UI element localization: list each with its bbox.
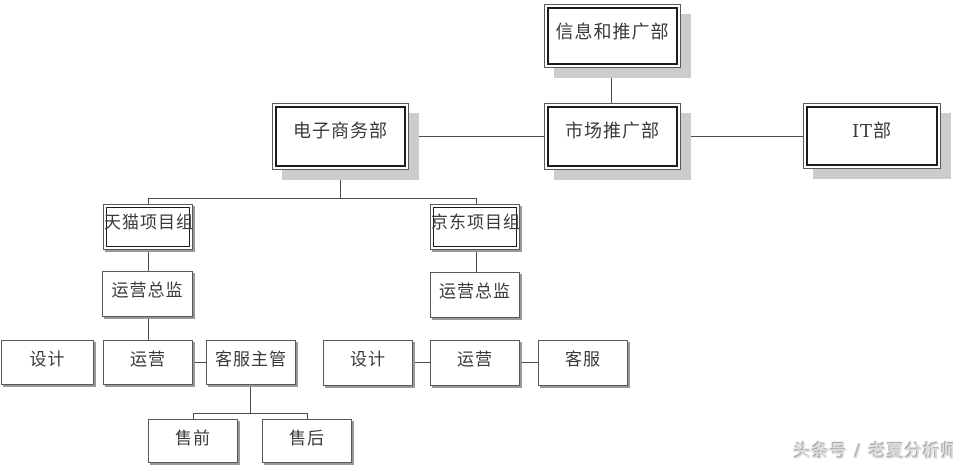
- edge-csmanager-stem: [250, 385, 251, 413]
- org-node-jd-group: 京东项目组: [430, 204, 520, 250]
- org-node-label: 售后: [289, 429, 325, 449]
- org-node-label: 客服: [565, 350, 601, 370]
- edge-csmanager-branch: [193, 413, 308, 414]
- edge-branch-presale: [193, 413, 194, 420]
- org-node-label: 运营: [130, 350, 166, 370]
- org-node-aftersale: 售后: [262, 419, 352, 463]
- edge-ops-csmanager: [193, 362, 207, 363]
- edge-ecommerce-branch: [148, 198, 477, 199]
- edge-marketing-it: [681, 136, 803, 137]
- org-node-label: 京东项目组: [431, 213, 521, 233]
- edge-jdops-jdcs: [520, 362, 539, 363]
- org-node-label: 售前: [175, 429, 211, 449]
- org-node-tmall-ops-director: 运营总监: [102, 271, 193, 317]
- org-node-label: 运营总监: [439, 282, 511, 302]
- watermark-text: 头条号 / 老夏分析师: [794, 442, 953, 462]
- edge-ecommerce-stem: [340, 169, 341, 198]
- org-node-tmall-ops: 运营: [103, 340, 193, 385]
- edge-branch-tmall-group: [148, 198, 149, 205]
- org-node-tmall-group: 天猫项目组: [103, 204, 193, 250]
- org-node-label: 天猫项目组: [104, 213, 194, 233]
- org-node-marketing-dept: 市场推广部: [544, 103, 681, 170]
- org-node-label: 市场推广部: [565, 121, 660, 142]
- org-node-label: IT部: [851, 121, 893, 142]
- edge-jdgroup-director: [476, 250, 477, 273]
- edge-branch-aftersale: [307, 413, 308, 420]
- org-node-info-promo-dept: 信息和推广部: [544, 4, 681, 68]
- edge-tmallgroup-director: [148, 250, 149, 272]
- edge-director-ops: [148, 317, 149, 341]
- edge-jddesign-jdops: [413, 362, 431, 363]
- edge-ecommerce-marketing: [409, 136, 544, 137]
- org-node-it-dept: IT部: [803, 103, 941, 169]
- org-node-label: 运营总监: [111, 281, 184, 301]
- org-node-tmall-design: 设计: [1, 340, 94, 385]
- org-node-label: 设计: [350, 350, 386, 370]
- org-node-jd-cs: 客服: [538, 340, 628, 386]
- org-node-ecommerce-dept: 电子商务部: [272, 103, 409, 170]
- org-node-label: 客服主管: [215, 350, 287, 370]
- org-node-label: 信息和推广部: [555, 22, 670, 43]
- edge-infopromo-marketing: [611, 68, 612, 103]
- org-node-jd-ops: 运营: [430, 340, 520, 386]
- org-node-presale: 售前: [148, 419, 238, 463]
- org-node-label: 设计: [29, 350, 66, 370]
- org-node-tmall-cs-manager: 客服主管: [206, 340, 296, 385]
- org-node-jd-ops-director: 运营总监: [430, 272, 520, 318]
- org-node-label: 运营: [457, 350, 493, 370]
- org-node-label: 电子商务部: [293, 121, 388, 142]
- org-node-jd-design: 设计: [323, 340, 413, 386]
- edge-branch-jd-group: [476, 198, 477, 205]
